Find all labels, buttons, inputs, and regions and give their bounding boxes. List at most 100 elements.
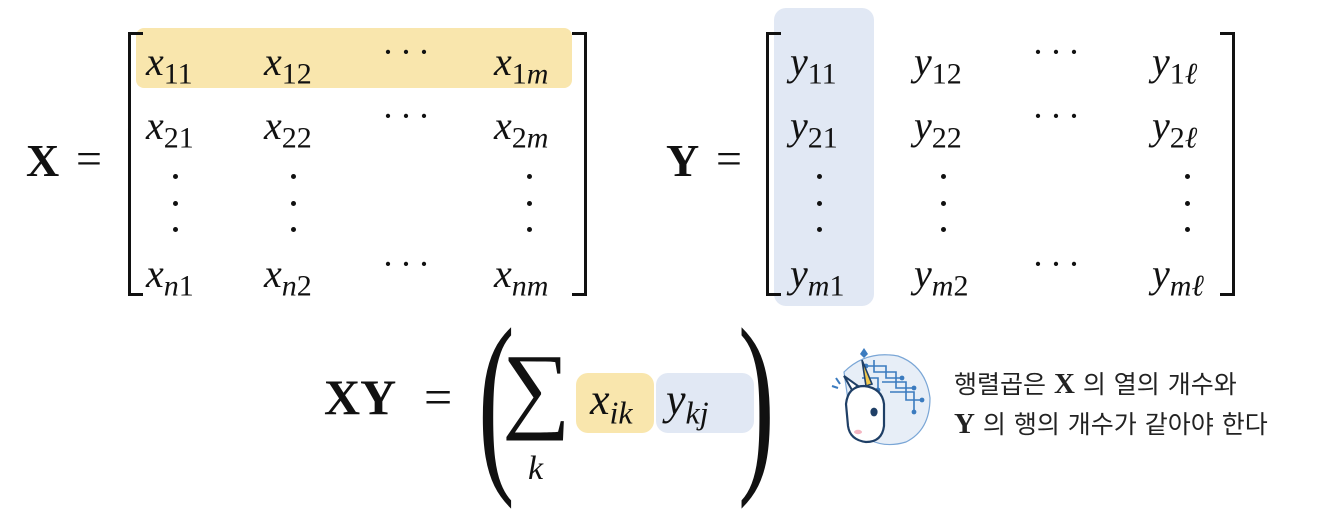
matrix_y-cell-base: y xyxy=(790,103,808,148)
matrix_x-cell-base: x xyxy=(264,39,282,84)
matrix_y-cell-base: y xyxy=(790,251,808,296)
dot xyxy=(172,200,178,206)
matrix_y-cell-sub: 2ℓ xyxy=(1170,121,1198,154)
matrix_x-cell-base: x xyxy=(146,103,164,148)
matrix_y-cell-sub-number: 2 xyxy=(953,269,969,303)
matrix_x-cell-sub-number: 1 xyxy=(178,269,194,303)
matrix_y-hdots-2: ··· xyxy=(1032,244,1086,284)
matrix_y-cell-sub-italic: m xyxy=(807,269,830,303)
matrix_x-cell-2-3: xnm xyxy=(494,251,548,301)
matrix_y-cell-2-1: ym2 xyxy=(914,251,968,301)
dot xyxy=(526,227,532,232)
matrix_y-vdots-2 xyxy=(1182,174,1192,232)
matrix_x-hdots-1: ··· xyxy=(382,96,436,136)
dot xyxy=(940,200,946,206)
matrix_x-cell-sub-number: 2 xyxy=(511,121,527,155)
matrix-y-label: Y xyxy=(666,135,700,186)
note-line-2: Y 의 행의 개수가 같아야 한다 xyxy=(954,410,1268,439)
matrix-x-first-row-highlight xyxy=(136,28,572,88)
note-line-2-post: 의 행의 개수가 같아야 한다 xyxy=(974,410,1268,439)
matrix_x-cell-base: x xyxy=(494,103,512,148)
dot xyxy=(290,227,296,232)
matrix_y-cell-base: y xyxy=(1152,251,1170,296)
matrix_x-cell-sub-italic: n xyxy=(281,269,297,303)
matrix_x-hdots-2: ··· xyxy=(382,244,436,284)
matrix_y-vdots-0 xyxy=(814,174,824,232)
dot xyxy=(1184,174,1190,179)
matrix_y-cell-base: y xyxy=(914,251,932,296)
matrix_x-vdots-0 xyxy=(170,174,180,232)
matrix_y-hdots-1: ··· xyxy=(1032,96,1086,136)
matrix_x-cell-1-0: x21 xyxy=(146,103,194,153)
matrix-y-left-bracket xyxy=(766,32,781,296)
matrix_y-cell-sub-number: 1 xyxy=(1169,57,1185,91)
matrix_y-cell-1-0: y21 xyxy=(790,103,838,153)
matrix_y-cell-1-3: y2ℓ xyxy=(1152,103,1197,153)
matrix_x-cell-sub-italic: m xyxy=(526,121,549,155)
matrix_x-cell-base: x xyxy=(494,39,512,84)
matrix_x-cell-base: x xyxy=(264,251,282,296)
matrix_x-cell-1-3: x2m xyxy=(494,103,548,153)
matrix_x-cell-0-0: x11 xyxy=(146,42,193,89)
matrix_y-cell-sub-italic: m xyxy=(931,269,954,303)
matrix_x-hdots-0: ··· xyxy=(382,32,436,72)
note-line-1-post: 의 열의 개수와 xyxy=(1074,370,1237,399)
matrix_x-cell-sub-italic: m xyxy=(526,57,549,91)
matrix_y-cell-sub: 11 xyxy=(807,57,837,91)
matrix_y-cell-sub: 21 xyxy=(807,121,838,155)
unicorn-mascot-icon xyxy=(831,348,931,446)
matrix_x-cell-sub: 12 xyxy=(281,57,312,91)
matrix_y-cell-base: y xyxy=(790,39,808,84)
dot xyxy=(290,200,296,206)
y-term: ykj xyxy=(666,378,709,429)
matrix_y-cell-sub: 1ℓ xyxy=(1170,57,1198,90)
matrix_x-vdots-1 xyxy=(288,174,298,232)
matrix_y-cell-sub-italic: ℓ xyxy=(1184,57,1198,91)
note-line-2-bold: Y xyxy=(954,408,975,440)
matrix-x-equals: = xyxy=(76,133,102,184)
matrix_y-cell-sub-number: 2 xyxy=(1169,121,1185,155)
matrix-x-right-bracket xyxy=(572,32,587,296)
matrix-y-equals: = xyxy=(716,133,742,184)
matrix_x-cell-sub: n1 xyxy=(164,269,194,302)
x-term-sub: ik xyxy=(609,394,633,431)
dot xyxy=(526,200,532,206)
dot xyxy=(290,174,296,179)
sum-symbol: ∑ xyxy=(502,334,571,441)
matrix_x-cell-sub-italic: n xyxy=(163,269,179,303)
matrix_y-cell-base: y xyxy=(1152,103,1170,148)
matrix-x-left-bracket xyxy=(128,32,143,296)
product-right-paren: ) xyxy=(738,289,775,510)
matrix_y-cell-2-3: ymℓ xyxy=(1152,251,1204,301)
dot xyxy=(172,174,178,179)
matrix_y-vdots-1 xyxy=(938,174,948,232)
matrix_x-cell-sub: nm xyxy=(511,269,549,303)
matrix_y-cell-base: y xyxy=(1152,39,1170,84)
matrix_x-cell-sub: 2m xyxy=(512,121,549,154)
matrix-y-right-bracket xyxy=(1220,32,1235,296)
dot xyxy=(526,174,532,179)
sum-index: k xyxy=(528,450,544,487)
matrix_y-cell-0-0: y11 xyxy=(790,39,837,89)
matrix_x-cell-sub-number: 2 xyxy=(296,269,312,303)
matrix_x-cell-0-1: x12 xyxy=(264,39,312,89)
product-label: XY xyxy=(324,369,397,425)
note-line-1-bold: X xyxy=(1053,368,1075,400)
matrix_x-cell-sub-number: 1 xyxy=(511,57,527,91)
matrix_y-hdots-0: ··· xyxy=(1032,32,1086,72)
matrix_y-cell-base: y xyxy=(914,103,932,148)
dot xyxy=(1184,227,1190,232)
matrix_x-cell-base: x xyxy=(494,251,512,296)
matrix_x-cell-sub: n2 xyxy=(282,269,312,302)
y-term-highlight xyxy=(656,373,754,433)
matrix_y-cell-2-0: ym1 xyxy=(790,251,844,301)
matrix_x-cell-1-1: x22 xyxy=(264,106,312,153)
y-term-sub: kj xyxy=(685,394,709,431)
matrix_y-cell-0-3: y1ℓ xyxy=(1152,39,1197,89)
matrix_x-cell-base: x xyxy=(146,251,164,296)
x-term: xik xyxy=(590,378,633,429)
matrix_y-cell-sub: 12 xyxy=(931,57,962,91)
matrix-x-label: X xyxy=(26,135,60,186)
matrix_y-cell-sub-number: 1 xyxy=(829,269,845,303)
dot xyxy=(1184,200,1190,206)
